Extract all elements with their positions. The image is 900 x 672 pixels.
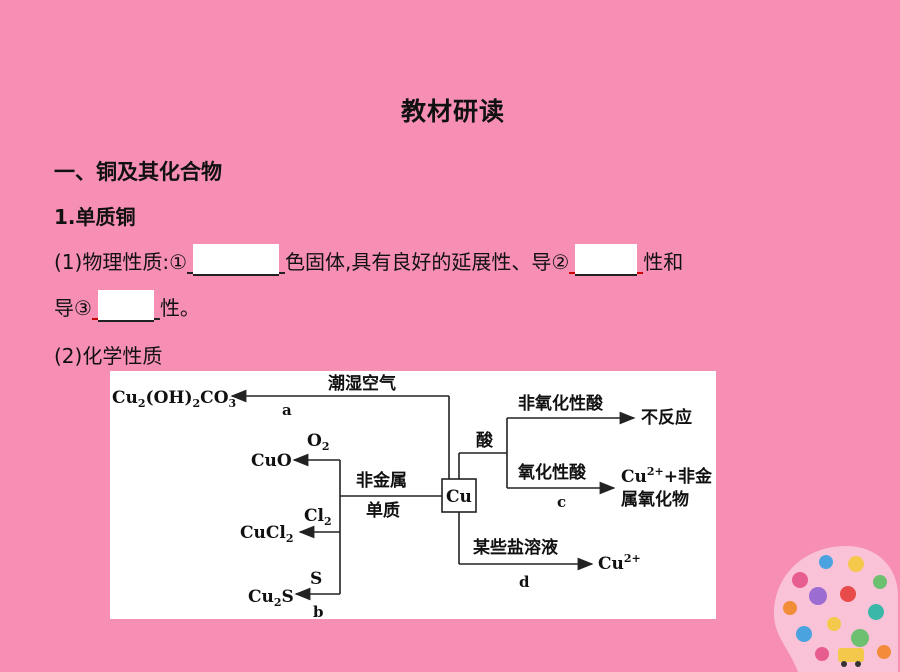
blank-1-input[interactable] [193, 244, 279, 276]
product-a: Cu2(OH)2CO3 [112, 388, 236, 410]
blank-3-dash [91, 318, 98, 320]
nonmetal-label-1: 非金属 [356, 470, 407, 491]
subsection-heading: 1.单质铜 [54, 205, 136, 229]
non-oxidizing-acid-label: 非氧化性酸 [518, 393, 604, 414]
diagram-svg: Cu 潮湿空气 Cu2(OH)2CO3 a 非金属 单质 O2 CuO Cl2 … [112, 373, 713, 619]
o2-label: O2 [307, 431, 329, 453]
s-label: S [310, 569, 322, 589]
blank-1-dash [187, 272, 193, 274]
label-b: b [313, 603, 324, 619]
blank-2-input[interactable] [575, 244, 638, 276]
physical-prefix: (1)物理性质:① [54, 250, 187, 274]
page-title: 教材研读 [400, 97, 505, 126]
product-c-line-2: 属氧化物 [621, 489, 689, 510]
product-d: Cu2+ [598, 552, 641, 574]
chemical-properties-heading: (2)化学性质 [54, 344, 163, 368]
no-reaction-label: 不反应 [641, 407, 692, 428]
physical-after-blank-2: 性和 [643, 250, 684, 274]
cu-center-label: Cu [446, 487, 472, 507]
product-c-line-1: Cu2++非金 [621, 465, 713, 487]
blank-1-dash-end [279, 272, 285, 274]
blank-3-input[interactable] [97, 290, 154, 322]
copper-reaction-diagram: Cu 潮湿空气 Cu2(OH)2CO3 a 非金属 单质 O2 CuO Cl2 … [110, 371, 716, 619]
section-heading: 一、铜及其化合物 [54, 160, 222, 184]
blank-2-dash-end [637, 272, 644, 274]
physical-after-blank-1: 色固体,具有良好的延展性、导② [285, 250, 570, 274]
label-a: a [282, 401, 292, 419]
product-cu2s: Cu2S [248, 587, 294, 609]
nonmetal-label-2: 单质 [366, 500, 400, 521]
blank-3-dash-end [153, 318, 160, 320]
physical-line2-prefix: 导③ [54, 296, 92, 320]
product-cuo: CuO [251, 451, 292, 471]
oxidizing-acid-label: 氧化性酸 [517, 462, 587, 483]
humid-air-label: 潮湿空气 [328, 373, 396, 394]
product-cucl2: CuCl2 [240, 523, 294, 545]
physical-properties-line-2: 导③ 性。 [54, 290, 200, 322]
salt-solution-label: 某些盐溶液 [473, 537, 558, 558]
cl2-label: Cl2 [304, 506, 332, 528]
decorative-doodle-head-icon [774, 546, 898, 672]
physical-properties-line-1: (1)物理性质:① 色固体,具有良好的延展性、导② 性和 [54, 244, 683, 276]
blank-2-dash [569, 272, 576, 274]
acid-label: 酸 [476, 430, 494, 451]
label-d: d [519, 573, 530, 591]
label-c: c [557, 493, 566, 511]
physical-line2-suffix: 性。 [159, 296, 200, 320]
